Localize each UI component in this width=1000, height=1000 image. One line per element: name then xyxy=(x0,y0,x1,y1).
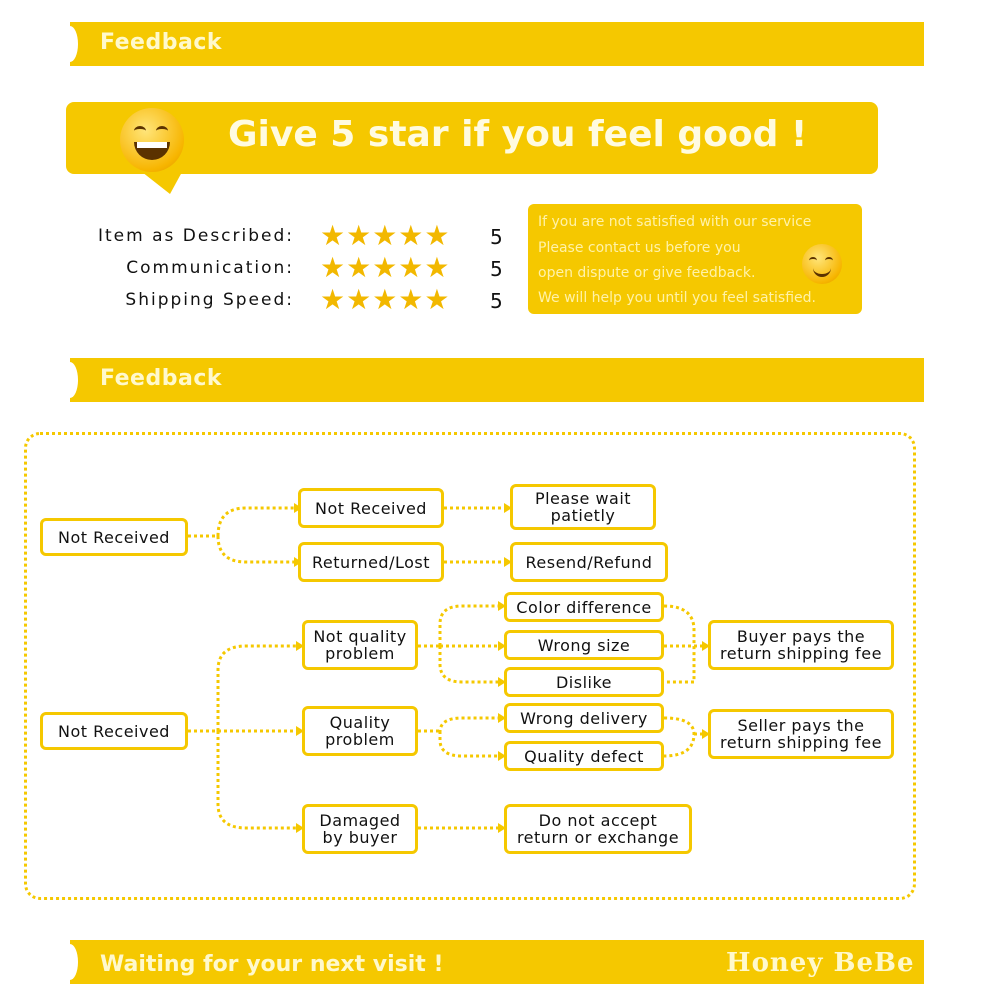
feedback-header-banner: Feedback xyxy=(62,22,924,66)
flow-reason-quality-defect: Quality defect xyxy=(504,741,664,771)
flow-please-wait: Please wait patietly xyxy=(510,484,656,530)
brand-logo: Honey BeBe xyxy=(726,948,915,978)
feedback-header-title: Feedback xyxy=(100,30,222,55)
notice-line: open dispute or give feedback. xyxy=(538,265,756,281)
flow-outcome-buyer-pays: Buyer pays the return shipping fee xyxy=(708,620,894,670)
flow-outcome-seller-pays: Seller pays the return shipping fee xyxy=(708,709,894,759)
star-rating-shipping: ★★★★★ xyxy=(320,283,451,316)
notice-line: If you are not satisfied with our servic… xyxy=(538,214,812,230)
footer-message: Waiting for your next visit ! xyxy=(100,952,444,977)
rating-value-communication: 5 xyxy=(490,257,503,281)
flow-root-not-received: Not Received xyxy=(40,518,188,556)
flow-not-quality-problem: Not quality problem xyxy=(302,620,418,670)
flowchart-frame xyxy=(24,432,916,900)
star-rating-item: ★★★★★ xyxy=(320,219,451,252)
promo-headline: Give 5 star if you feel good ! xyxy=(228,114,808,155)
flow-reason-dislike: Dislike xyxy=(504,667,664,697)
rating-label-shipping: Shipping Speed: xyxy=(125,290,294,310)
rating-label-communication: Communication: xyxy=(126,258,294,278)
rating-value-item: 5 xyxy=(490,225,503,249)
flow-reason-wrong-size: Wrong size xyxy=(504,630,664,660)
flow-outcome-no-return: Do not accept return or exchange xyxy=(504,804,692,854)
flow-quality-problem: Quality problem xyxy=(302,706,418,756)
flow-damaged-by-buyer: Damaged by buyer xyxy=(302,804,418,854)
promo-speech-bubble xyxy=(66,102,878,174)
feedback-header-banner-2: Feedback xyxy=(62,358,924,402)
notice-line: Please contact us before you xyxy=(538,240,741,256)
notice-line: We will help you until you feel satisfie… xyxy=(538,290,816,306)
flow-reason-wrong-delivery: Wrong delivery xyxy=(504,703,664,733)
rating-value-shipping: 5 xyxy=(490,289,503,313)
footer-banner xyxy=(62,940,924,984)
rating-label-item: Item as Described: xyxy=(97,226,294,246)
flow-returned-lost: Returned/Lost xyxy=(298,542,444,582)
flow-not-received: Not Received xyxy=(298,488,444,528)
flow-reason-color-difference: Color difference xyxy=(504,592,664,622)
flow-resend-refund: Resend/Refund xyxy=(510,542,668,582)
star-rating-communication: ★★★★★ xyxy=(320,251,451,284)
feedback-header-title-2: Feedback xyxy=(100,366,222,391)
angel-face-icon xyxy=(802,244,842,284)
flow-root-not-received-2: Not Received xyxy=(40,712,188,750)
grinning-face-icon xyxy=(120,108,184,172)
